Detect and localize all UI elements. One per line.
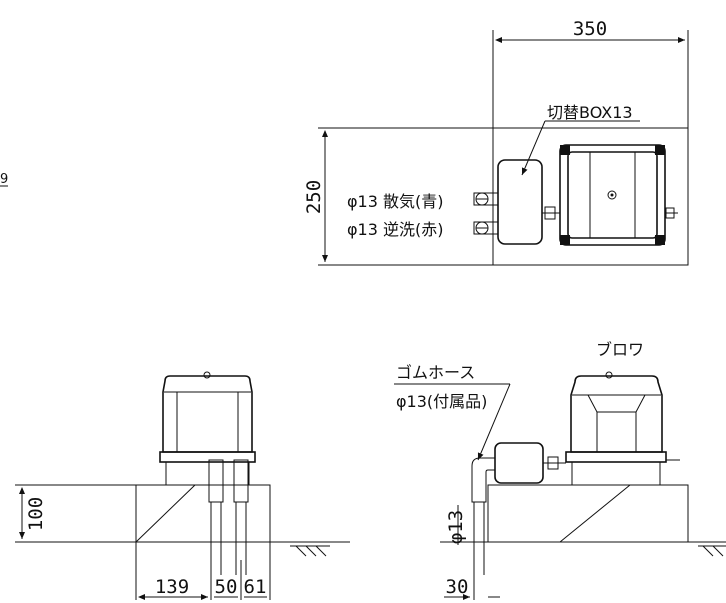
side-blower-top-knob [605,371,613,379]
side-pipe-dim: φ13 [445,510,467,544]
front-dim-2: 50 [215,576,238,598]
plan-width-dim: 350 [573,18,607,40]
side-base [487,484,689,543]
front-base [135,484,271,543]
side-view: φ13 30 ブロワ ゴムホース φ13(付属品) [394,340,726,600]
port-label-1: φ13 散気(青) [347,192,444,211]
side-base-diagonal [559,484,631,543]
switch-box [497,159,543,245]
front-pipe-1-fitting [208,459,224,503]
front-dim-3: 61 [244,576,267,598]
corner-tr [655,145,665,155]
edge-mark: 9 [0,172,8,187]
side-joint-fitting [547,456,559,470]
blower-top [559,144,666,246]
blower-top-screw-dot [610,193,614,197]
blower-top-screw [607,190,617,200]
corner-br [655,235,665,245]
blower-label: ブロワ [596,340,644,359]
corner-tl [560,145,570,155]
side-switch-box [494,442,544,484]
joint-fitting [544,206,556,220]
side-blower-foot [571,461,661,486]
front-blower-top-knob [203,371,211,379]
plan-height-dim: 250 [303,180,325,214]
blower-top-inner [567,151,658,239]
side-blower-face-top [587,394,646,413]
side-hose-elbow [471,457,495,503]
blower-side-nozzle-cap [665,207,675,219]
front-ground-tick-1 [295,545,307,557]
hose-leader [477,383,511,461]
front-pipe-2-fitting [233,459,249,503]
hose-label-1: ゴムホース [396,363,475,382]
front-blower-body [162,375,253,453]
hose-stub-1 [473,192,499,206]
front-view: 100 139 50 61 [15,371,350,600]
box-label: 切替BOX13 [547,103,633,122]
front-ground-tick-3 [315,545,327,557]
hose-label-2: φ13(付属品) [396,392,487,411]
front-height-dim: 100 [25,497,47,531]
front-blower-foot [165,461,250,486]
side-ground-tick-2 [712,545,724,557]
side-blower-body [570,375,663,453]
plan-footprint [492,127,689,266]
port-label-2: φ13 逆洗(赤) [347,220,444,239]
front-ground-tick-2 [305,545,317,557]
side-ground-tick-1 [702,545,714,557]
hose-stub-2 [473,221,499,235]
corner-bl [560,235,570,245]
front-base-diagonal [135,484,196,543]
plan-view: 350 250 φ13 散気(青) φ13 逆洗(赤) 切替BOX13 [303,18,689,266]
side-offset-dim: 30 [446,576,469,598]
side-blower-band [565,451,667,463]
box-leader [521,120,546,176]
front-dim-1: 139 [155,576,189,598]
